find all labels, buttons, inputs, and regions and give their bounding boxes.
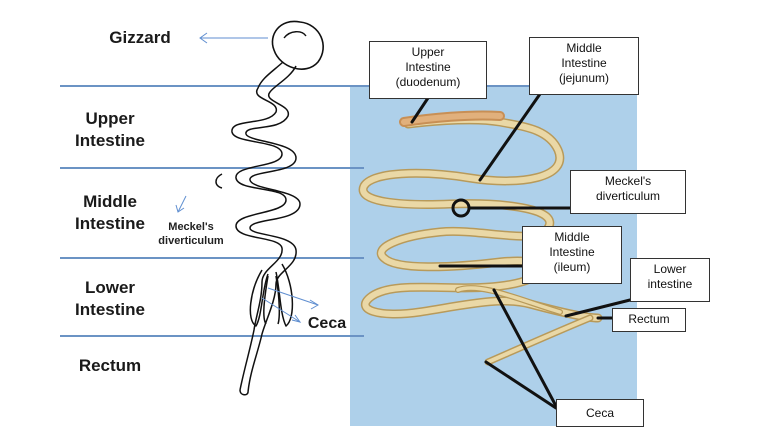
callout-upper-duodenum: Upper Intestine (duodenum) [369,41,487,99]
callout-middle-ileum: Middle Intestine (ileum) [522,226,622,284]
gizzard-sketch [271,20,324,70]
label-sketch-meckels: Meckel's diverticulum [158,221,224,247]
leader-lower [564,298,632,318]
label-middle-intestine: Middle Intestine [75,192,145,233]
label-rectum: Rectum [78,356,142,375]
label-sketch-ceca: Ceca [307,315,347,332]
ceca-arrow-1 [267,287,319,306]
leader-duodenum [410,96,430,124]
callout-ceca: Ceca [556,399,644,427]
callout-lower-intestine: Lower intestine [630,258,710,302]
callout-rectum: Rectum [612,308,686,332]
label-upper-intestine: Upper Intestine [75,109,145,150]
callout-middle-jejunum: Middle Intestine (jejunum) [529,37,639,95]
ceca-arrow-2 [261,297,301,323]
leader-jejunum [478,92,542,182]
callout-meckels: Meckel's diverticulum [570,170,686,214]
label-lower-intestine: Lower Intestine [75,278,145,319]
leader-ceca-1 [492,288,558,408]
leader-ceca-2 [484,360,558,410]
meckels-arrow [177,195,187,213]
label-gizzard: Gizzard [109,28,171,47]
intestine-sketch [215,61,301,396]
